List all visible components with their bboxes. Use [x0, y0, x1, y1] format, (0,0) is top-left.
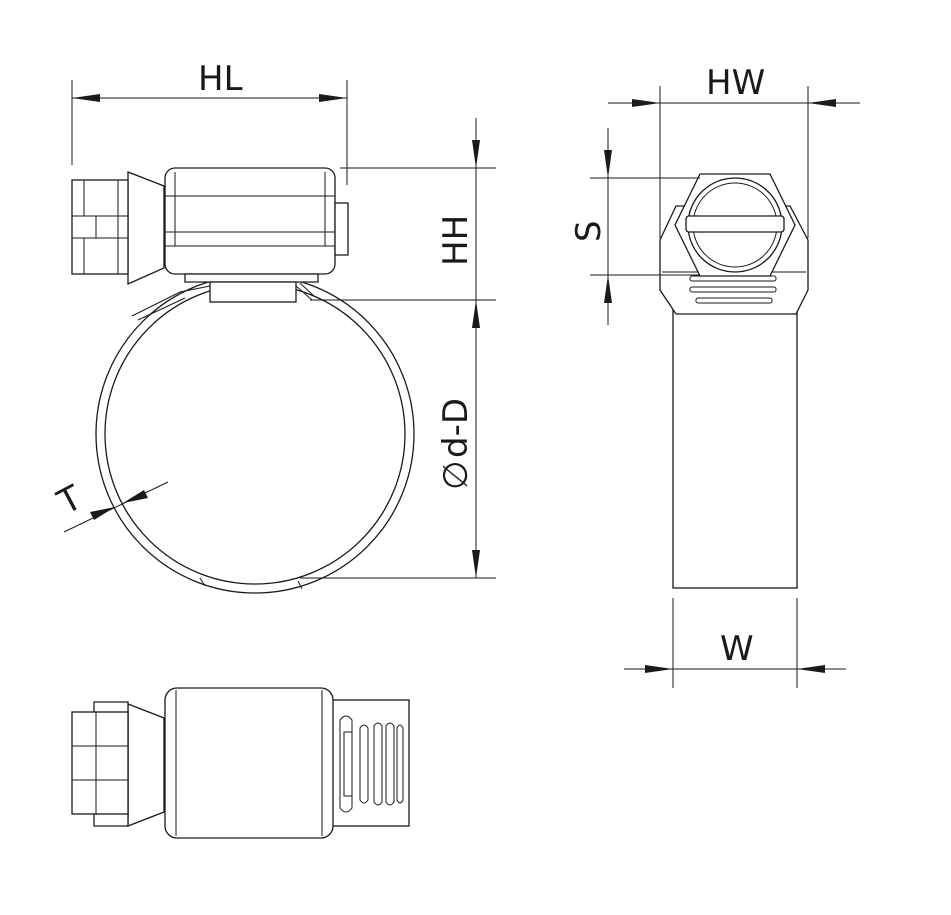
label-hh: HH	[436, 215, 476, 266]
label-diameter-symbol: ∅	[436, 460, 476, 490]
side-view: HW S W	[569, 63, 860, 688]
top-screw-head	[71, 701, 165, 827]
top-housing	[164, 687, 334, 839]
top-view	[71, 687, 410, 839]
label-t: T	[51, 478, 89, 524]
band-ring	[95, 274, 415, 594]
top-thread-band	[331, 699, 410, 827]
dimension-t: T	[51, 478, 169, 533]
side-band	[672, 299, 798, 589]
dimension-hw: HW	[608, 63, 860, 238]
housing	[164, 167, 349, 303]
label-s: S	[569, 220, 609, 242]
side-screw-head	[674, 173, 796, 277]
dimension-d-D: ∅ d-D	[300, 300, 496, 579]
label-hl: HL	[198, 59, 243, 99]
screw-head	[71, 171, 165, 286]
label-hw: HW	[706, 63, 765, 103]
front-view: HL HH ∅ d-D T	[51, 59, 496, 594]
label-d-D: d-D	[436, 398, 476, 458]
label-w: W	[720, 629, 754, 669]
dimension-w: W	[624, 598, 846, 688]
dimension-s: S	[569, 128, 700, 325]
dimension-hl: HL	[71, 59, 348, 185]
